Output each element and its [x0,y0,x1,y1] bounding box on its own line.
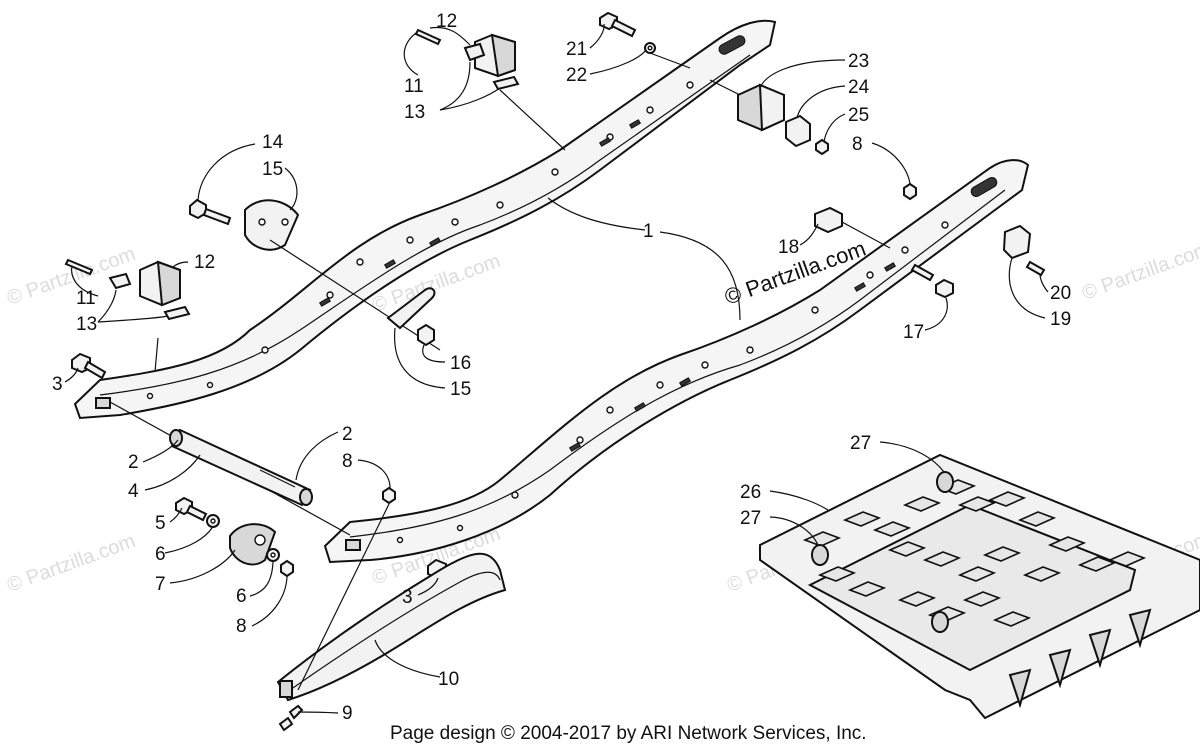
callout-4: 4 [128,481,139,502]
callout-2-upper: 2 [342,424,353,445]
left-rail-front-clip [95,397,111,409]
callout-9: 9 [342,703,353,724]
callout-3-left: 3 [52,374,63,395]
callout-24: 24 [848,77,870,98]
callout-22: 22 [566,65,587,86]
spacer-18 [814,206,891,249]
callout-23: 23 [848,51,869,72]
bolt-5 [175,496,208,522]
rear-clip-19 [1002,224,1046,277]
nut-8-rail [382,486,396,505]
callout-3-right: 3 [402,587,413,608]
callout-15-upper: 15 [262,159,283,180]
bumper-7 [229,523,277,566]
mount-bracket [189,198,441,351]
page-design-credit: Page design © 2004-2017 by ARI Network S… [390,723,867,744]
bolt-3-left [71,352,107,380]
callout-17: 17 [903,322,924,343]
drive-track [759,453,1200,720]
callout-13-top: 13 [404,102,425,123]
left-slide-rail [73,19,777,420]
callout-2-left: 2 [128,452,139,473]
callout-8-upper: 8 [342,451,353,472]
callout-5: 5 [155,513,166,534]
bolt-17 [910,263,954,299]
callout-26: 26 [740,482,761,503]
track-clips [811,471,954,633]
callout-16: 16 [450,353,471,374]
callout-6-lower: 6 [236,586,247,607]
leader-left-block-to-rail [154,337,159,373]
callout-21: 21 [566,39,587,60]
watermark-4: © Partzilla.com [4,530,138,597]
callout-7: 7 [155,574,166,595]
callout-11-top: 11 [404,76,424,97]
callout-leaders [64,23,1049,714]
callout-18: 18 [778,237,799,258]
cross-shaft [109,401,351,536]
left-retainer-block [64,258,191,321]
callout-labels: 1 2 2 3 3 4 5 6 6 7 8 8 8 9 10 11 11 12 … [52,11,1071,724]
leader-top-block-to-rail [499,89,566,151]
callout-6-upper: 6 [155,544,166,565]
watermark-3: © Partzilla.com [1079,238,1200,305]
callout-13-left: 13 [76,314,97,335]
screw-9 [278,704,304,732]
callout-14: 14 [262,132,284,153]
callout-11-left: 11 [76,288,96,309]
callout-20: 20 [1050,283,1071,304]
right-rail-front-clip [345,539,361,551]
callout-27-upper: 27 [850,433,871,454]
left-rail-slots [318,119,642,307]
right-rail-holes [396,221,949,544]
idler-wheel-assembly [709,79,829,156]
left-rail-holes [146,81,694,400]
callout-15-lower: 15 [450,379,471,400]
callout-8-lower: 8 [236,616,247,637]
callout-12-top: 12 [436,11,457,32]
callout-12-left: 12 [194,252,215,273]
callout-27-lower: 27 [740,508,761,529]
leader-washer-to-rail [649,52,691,69]
right-slide-rail [323,159,1030,564]
callout-10: 10 [438,669,459,690]
top-retainer-block [414,28,520,91]
callout-19: 19 [1050,309,1071,330]
right-rail-slots [568,262,897,452]
bolt-21 [599,11,637,38]
nut-8-rear [903,182,917,201]
callout-25: 25 [848,105,869,126]
track-lugs [802,479,1147,627]
wear-strip [276,552,507,702]
tensioner-bracket [386,287,436,347]
track-teeth [1008,608,1152,709]
nut-8-front [280,559,294,578]
callout-8-rear: 8 [852,134,863,155]
callout-1: 1 [643,221,654,242]
